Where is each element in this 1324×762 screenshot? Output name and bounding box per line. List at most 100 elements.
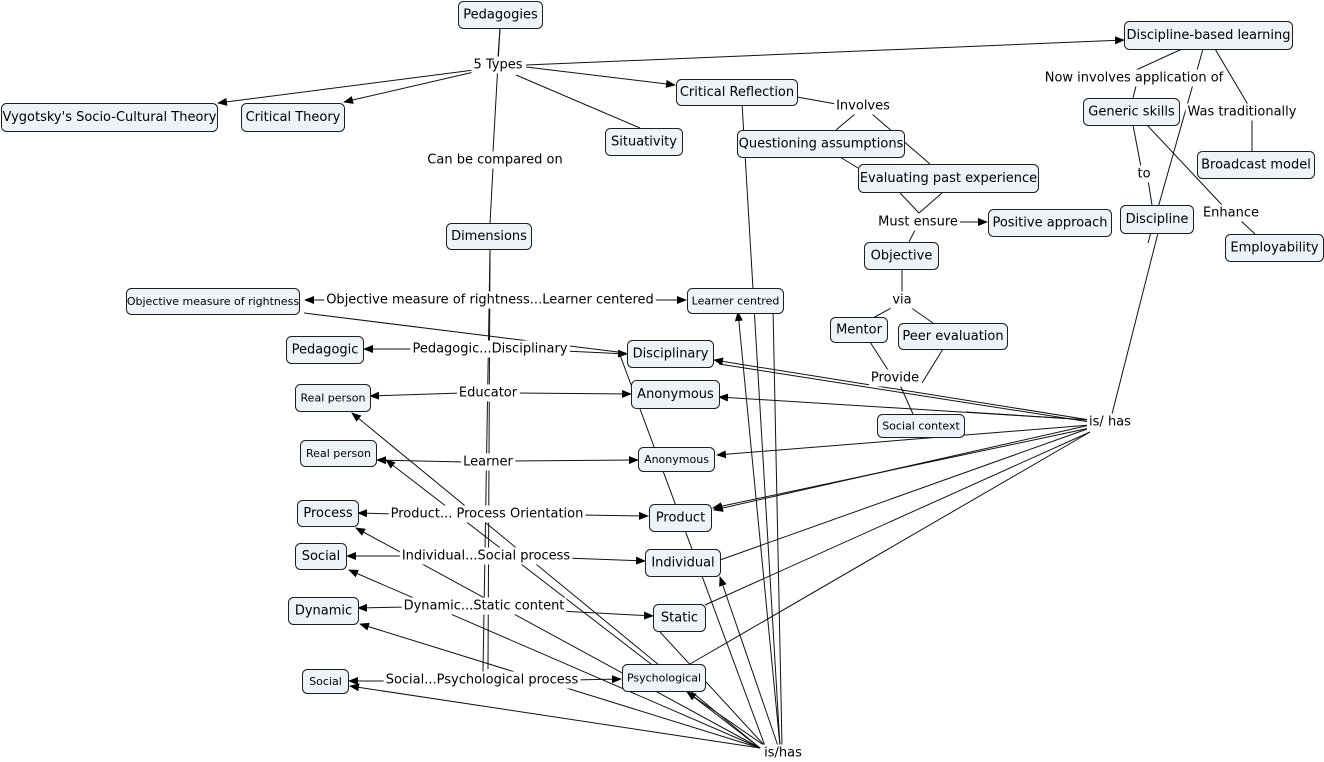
svg-text:Enhance: Enhance: [1203, 206, 1259, 221]
svg-text:Can be compared on: Can be compared on: [427, 153, 562, 168]
concept-label: Discipline: [1126, 212, 1189, 227]
concept-label: Psychological: [627, 672, 701, 685]
connector-line: [1214, 48, 1254, 114]
concept-node-anonymous-2[interactable]: Anonymous: [638, 447, 715, 472]
link-phrase-soc-psych: Social...Psychological process: [383, 671, 581, 689]
concept-label: Broadcast model: [1201, 158, 1311, 173]
concept-label: Critical Reflection: [680, 85, 794, 100]
concept-label: Dynamic: [295, 604, 352, 619]
concept-node-positive[interactable]: Positive approach: [988, 209, 1112, 237]
concept-node-psychological[interactable]: Psychological: [622, 664, 706, 692]
connector-line: [525, 66, 676, 88]
connector-line: [659, 631, 766, 747]
connector-line: [564, 349, 628, 358]
connector-line: [515, 74, 641, 129]
concept-label: Disciplinary: [633, 347, 709, 362]
concept-node-discipline[interactable]: Discipline: [1120, 205, 1194, 234]
concept-node-social-1[interactable]: Social: [295, 543, 347, 570]
concept-label: Evaluating past experience: [860, 171, 1037, 186]
concept-label: Discipline-based learning: [1127, 28, 1291, 43]
svg-text:is/ has: is/ has: [1089, 415, 1131, 430]
connector-line: [1239, 219, 1256, 235]
concept-node-social-2[interactable]: Social: [302, 669, 349, 694]
svg-text:Provide: Provide: [871, 371, 919, 386]
connector-line: [357, 603, 410, 612]
link-phrase-involves: Involves: [834, 97, 893, 115]
concept-label: Employability: [1230, 241, 1319, 256]
concept-node-critical-reflection[interactable]: Critical Reflection: [676, 79, 798, 106]
connector-line: [579, 511, 649, 520]
concept-node-questioning[interactable]: Questioning assumptions: [737, 130, 905, 158]
connector-line: [343, 71, 475, 104]
concept-node-anonymous-1[interactable]: Anonymous: [631, 380, 720, 409]
concept-node-dbl[interactable]: Discipline-based learning: [1124, 21, 1293, 50]
concept-node-dynamic[interactable]: Dynamic: [288, 597, 359, 625]
connector-line: [1135, 48, 1183, 71]
concept-node-mentor[interactable]: Mentor: [830, 317, 888, 343]
link-phrase-learner: Learner: [461, 453, 516, 471]
connector-line: [734, 311, 781, 747]
concept-label: Real person: [306, 447, 371, 460]
connector-line: [716, 424, 1091, 459]
concept-label: Dimensions: [451, 229, 527, 244]
concept-node-individual[interactable]: Individual: [645, 549, 721, 577]
connector-line: [217, 69, 475, 106]
concept-node-dimensions[interactable]: Dimensions: [446, 223, 532, 250]
connector-line: [704, 431, 1091, 606]
concept-node-vygotsky[interactable]: Vygotsky's Socio-Cultural Theory: [1, 103, 218, 132]
svg-text:Now involves application of: Now involves application of: [1045, 71, 1224, 86]
link-phrase-is-has-bottom: is/has: [762, 744, 805, 762]
link-phrase-five-types: 5 Types: [471, 56, 525, 74]
concept-node-broadcast[interactable]: Broadcast model: [1197, 151, 1315, 179]
concept-node-real-person-1[interactable]: Real person: [295, 384, 371, 412]
svg-text:Involves: Involves: [836, 99, 890, 114]
concept-node-generic-skills[interactable]: Generic skills: [1083, 98, 1180, 126]
concept-node-employability[interactable]: Employability: [1225, 234, 1324, 262]
connector-line: [376, 456, 466, 465]
connector-line: [869, 341, 889, 371]
concept-node-peer[interactable]: Peer evaluation: [898, 323, 1008, 350]
svg-text:Social...Psychological process: Social...Psychological process: [386, 673, 579, 688]
concept-node-critical-theory[interactable]: Critical Theory: [241, 103, 345, 132]
connector-line: [564, 556, 646, 565]
svg-text:Must ensure: Must ensure: [878, 215, 958, 230]
svg-text:Product... Process Orientation: Product... Process Orientation: [391, 507, 584, 522]
concept-label: Real person: [301, 392, 366, 405]
connector-line: [908, 229, 916, 243]
link-phrase-now-involves: Now involves application of: [1042, 69, 1226, 87]
connector-line: [909, 306, 934, 324]
connector-line: [303, 312, 627, 354]
concept-node-social-context[interactable]: Social context: [877, 414, 965, 438]
link-phrase-prod-proc: Product... Process Orientation: [388, 505, 586, 523]
connector-line: [1111, 232, 1159, 415]
concept-node-pedagogic[interactable]: Pedagogic: [286, 336, 364, 364]
connector-line: [514, 389, 632, 398]
concept-node-product[interactable]: Product: [649, 504, 712, 532]
concept-label: Static: [661, 611, 698, 626]
concept-node-objective[interactable]: Objective: [864, 242, 939, 270]
concept-node-evaluating[interactable]: Evaluating past experience: [858, 164, 1039, 193]
connector-line: [1147, 179, 1153, 206]
connector-line: [369, 391, 463, 400]
concept-node-real-person-2[interactable]: Real person: [300, 440, 377, 467]
concept-node-pedagogies[interactable]: Pedagogies: [458, 1, 543, 29]
concept-node-disciplinary[interactable]: Disciplinary: [627, 340, 714, 368]
concept-label: Objective: [871, 249, 933, 264]
concept-node-learner-centred[interactable]: Learner centred: [687, 288, 784, 314]
svg-text:Dynamic...Static content: Dynamic...Static content: [404, 599, 565, 614]
connector-line: [719, 576, 779, 747]
svg-text:to: to: [1137, 167, 1150, 182]
connector-line: [510, 456, 639, 465]
concept-node-process[interactable]: Process: [297, 500, 359, 527]
connector-line: [713, 357, 1091, 421]
concept-label: Process: [303, 506, 353, 521]
concept-node-omr[interactable]: Objective measure of rightness: [126, 288, 300, 315]
connector-line: [1132, 85, 1137, 99]
concept-node-situativity[interactable]: Situativity: [605, 128, 683, 156]
concept-label: Vygotsky's Socio-Cultural Theory: [3, 110, 217, 125]
concept-node-static[interactable]: Static: [653, 604, 706, 632]
connector-line: [899, 192, 920, 214]
connector-line: [741, 102, 781, 747]
link-phrase-is-has-right: is/ has: [1087, 413, 1134, 431]
connector-line: [839, 156, 859, 169]
